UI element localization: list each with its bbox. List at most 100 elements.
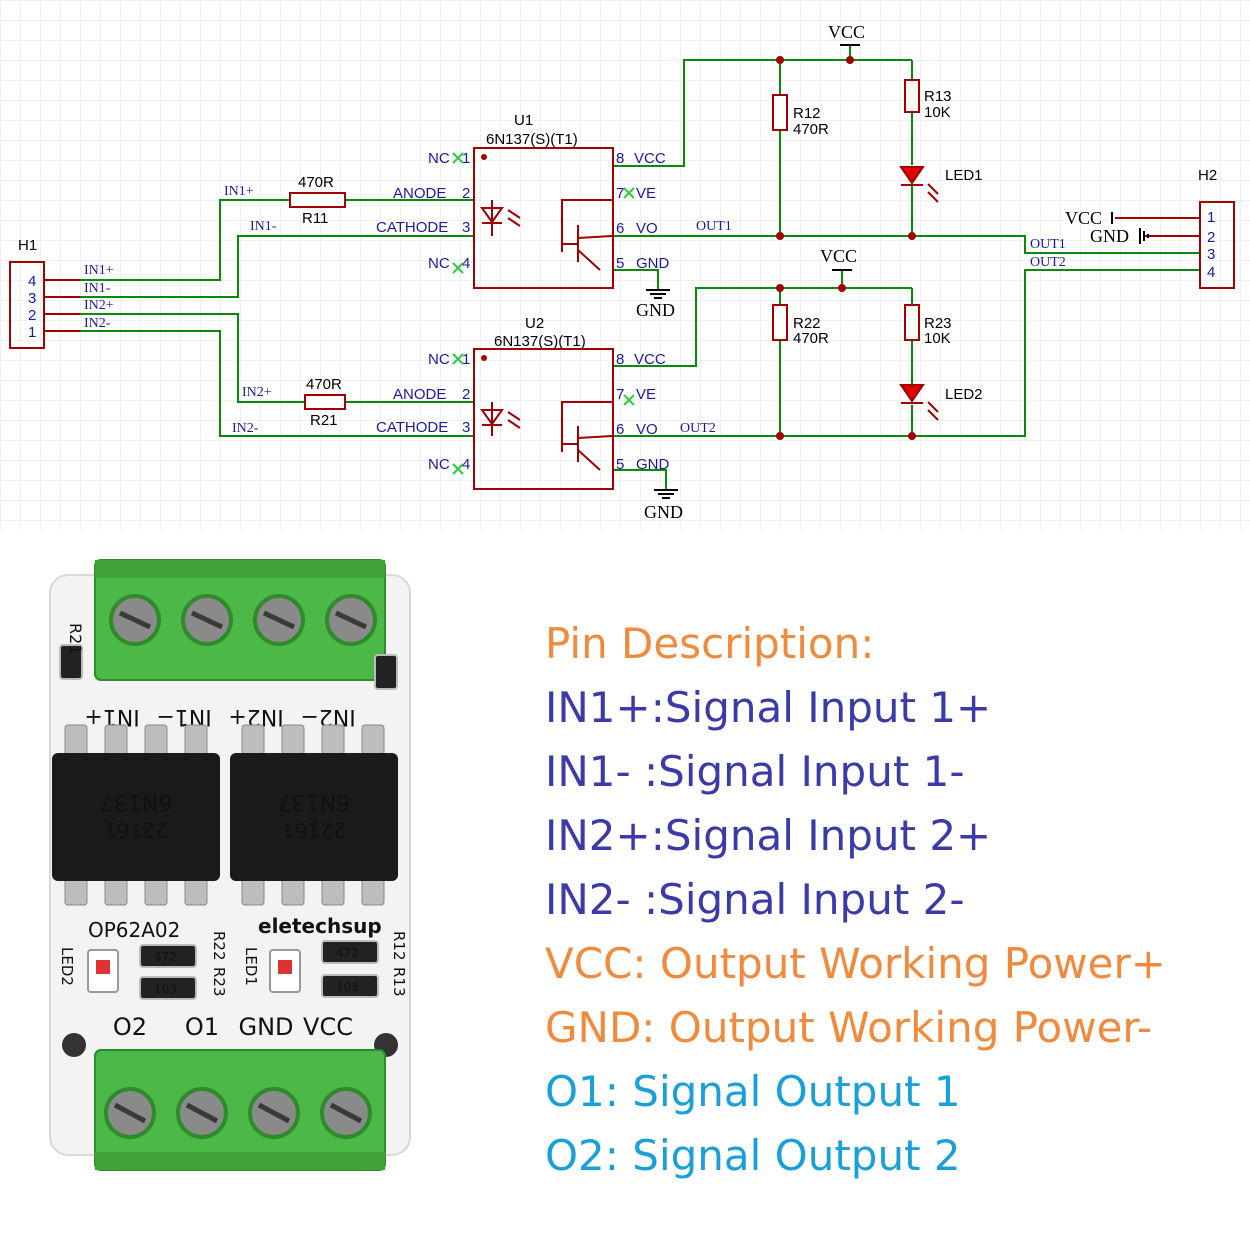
u2-pin5-name: GND xyxy=(636,456,670,473)
chip-u2: 22161 6N137 xyxy=(52,724,220,906)
silk-r22-r23: R22 R23 xyxy=(210,931,228,997)
u1-pin3-num: 3 xyxy=(462,219,470,236)
silk-o2: O2 xyxy=(113,1013,147,1041)
smd-r22-code: 472 xyxy=(154,950,177,964)
h1-net-in2p: IN2+ xyxy=(84,298,114,313)
u2-pin1-name: NC xyxy=(428,351,450,368)
led1: LED1 xyxy=(899,166,983,203)
junctions xyxy=(776,56,916,440)
smd-r12-code: 472 xyxy=(336,946,359,960)
u2-pin2-num: 2 xyxy=(462,386,470,403)
u1-pin8-num: 8 xyxy=(616,150,624,167)
u2-pin2-name: ANODE xyxy=(393,386,446,403)
h1-pin-4: 4 xyxy=(28,273,36,290)
u2-pin8-name: VCC xyxy=(634,351,666,368)
vcc-symbol-top: VCC xyxy=(828,22,865,46)
u1-pin2-num: 2 xyxy=(462,185,470,202)
u1-pin1-num: 1 xyxy=(462,150,470,167)
output-silk-labels: O2 O1 GND VCC xyxy=(113,1013,353,1041)
silk-r21: R21 xyxy=(66,623,85,654)
gnd-symbol-u2: GND xyxy=(644,489,683,522)
h1-pin-2: 2 xyxy=(28,307,36,324)
h2-pin-1: 1 xyxy=(1207,209,1215,226)
h2-ref: H2 xyxy=(1198,167,1217,184)
r21-ref: R21 xyxy=(310,412,338,429)
pin-desc-in1p: IN1+:Signal Input 1+ xyxy=(545,683,992,732)
silk-r12: R12 xyxy=(390,931,408,961)
u2-ref: U2 xyxy=(525,315,544,332)
u1-pin7-name: VE xyxy=(636,185,656,202)
net-out1: OUT1 xyxy=(696,219,732,234)
u2-part: 6N137(S)(T1) xyxy=(494,333,586,350)
mount-hole-left xyxy=(62,1033,86,1057)
u2-pin3-num: 3 xyxy=(462,419,470,436)
r22-value: 470R xyxy=(793,330,829,347)
u1-nc-marks xyxy=(452,152,635,274)
circuit-schematic: H1 4 3 2 1 IN1+ IN1- IN2+ IN2- xyxy=(0,0,1250,530)
r11-value: 470R xyxy=(298,174,334,191)
pin-desc-in2n: IN2- :Signal Input 2- xyxy=(545,875,965,924)
screw-in2n xyxy=(109,594,161,646)
net-in1p: IN1+ xyxy=(224,184,254,199)
pin-desc-in1n: IN1- :Signal Input 1- xyxy=(545,747,965,796)
silk-r12-r13: R12 R13 xyxy=(390,931,408,997)
net-in1n: IN1- xyxy=(250,219,277,234)
optocoupler-u1: U1 6N137(S)(T1) NC 1 ANODE 2 CATHODE 3 N… xyxy=(376,112,670,289)
smd-r23-code: 103 xyxy=(154,982,177,996)
net-in2p: IN2+ xyxy=(242,385,272,400)
screw-in1p xyxy=(325,594,377,646)
pin-desc-in2p: IN2+:Signal Input 2+ xyxy=(545,811,992,860)
h1-net-in1n: IN1- xyxy=(84,281,111,296)
h2-pin-4: 4 xyxy=(1207,264,1215,281)
vcc-symbol-mid: VCC xyxy=(820,246,857,271)
h1-pin-3: 3 xyxy=(28,290,36,307)
net-out2: OUT2 xyxy=(680,421,716,436)
u2-pin6-name: VO xyxy=(636,421,658,438)
r23-ref: R23 xyxy=(924,315,952,332)
screw-o1 xyxy=(176,1087,228,1139)
h2-pin-3: 3 xyxy=(1207,246,1215,263)
silk-r23: R23 xyxy=(210,967,228,997)
terminal-block-output xyxy=(94,1049,386,1171)
silk-led2: LED2 xyxy=(58,947,76,986)
terminal-block-input xyxy=(94,559,386,681)
u2-pin5-num: 5 xyxy=(616,456,624,473)
screw-in1n xyxy=(253,594,305,646)
led2-area: LED2 xyxy=(58,947,119,993)
screw-vcc xyxy=(320,1087,372,1139)
chip-u2-code: 22161 xyxy=(104,818,168,842)
silk-vcc: VCC xyxy=(303,1013,353,1041)
resistor-r21: 470R R21 xyxy=(304,376,346,429)
r21-value: 470R xyxy=(306,376,342,393)
r12-value: 470R xyxy=(793,121,829,138)
h1-pin-1: 1 xyxy=(28,324,36,341)
u1-pin6-name: VO xyxy=(636,220,658,237)
wires xyxy=(80,45,1200,490)
r23-value: 10K xyxy=(924,330,951,347)
h2-net-out2: OUT2 xyxy=(1030,255,1066,270)
vcc-label-top: VCC xyxy=(828,22,865,42)
u2-pin6-num: 6 xyxy=(616,421,624,438)
chip-u1-part: 6N137 xyxy=(278,789,350,814)
chip-u1-code: 22161 xyxy=(282,818,346,842)
smd-r12: 472 xyxy=(321,940,379,964)
board-brand: eletechsup xyxy=(258,914,382,938)
h2-net-gnd: GND xyxy=(1090,226,1129,246)
u2-nc-marks xyxy=(452,353,635,475)
u2-pin3-name: CATHODE xyxy=(376,419,448,436)
r13-ref: R13 xyxy=(924,88,952,105)
pin-description-title: Pin Description: xyxy=(545,619,875,668)
connector-h1: H1 4 3 2 1 IN1+ IN1- IN2+ IN2- xyxy=(9,237,114,349)
u1-pin5-num: 5 xyxy=(616,255,624,272)
u1-pin5-name: GND xyxy=(636,255,670,272)
h2-net-vcc: VCC xyxy=(1065,208,1102,228)
u2-pin7-num: 7 xyxy=(616,386,624,403)
optocoupler-u2: U2 6N137(S)(T1) NC 1 ANODE 2 CATHODE 3 N… xyxy=(376,315,670,490)
smd-top-right xyxy=(374,654,398,690)
pin-description: Pin Description: IN1+:Signal Input 1+ IN… xyxy=(545,612,1245,1188)
silk-led1: LED1 xyxy=(242,947,260,986)
chip-u1: 22161 6N137 xyxy=(230,724,398,906)
resistor-r12: R12 470R xyxy=(772,94,829,138)
led1-area: LED1 xyxy=(242,947,301,993)
silk-r13: R13 xyxy=(390,967,408,997)
